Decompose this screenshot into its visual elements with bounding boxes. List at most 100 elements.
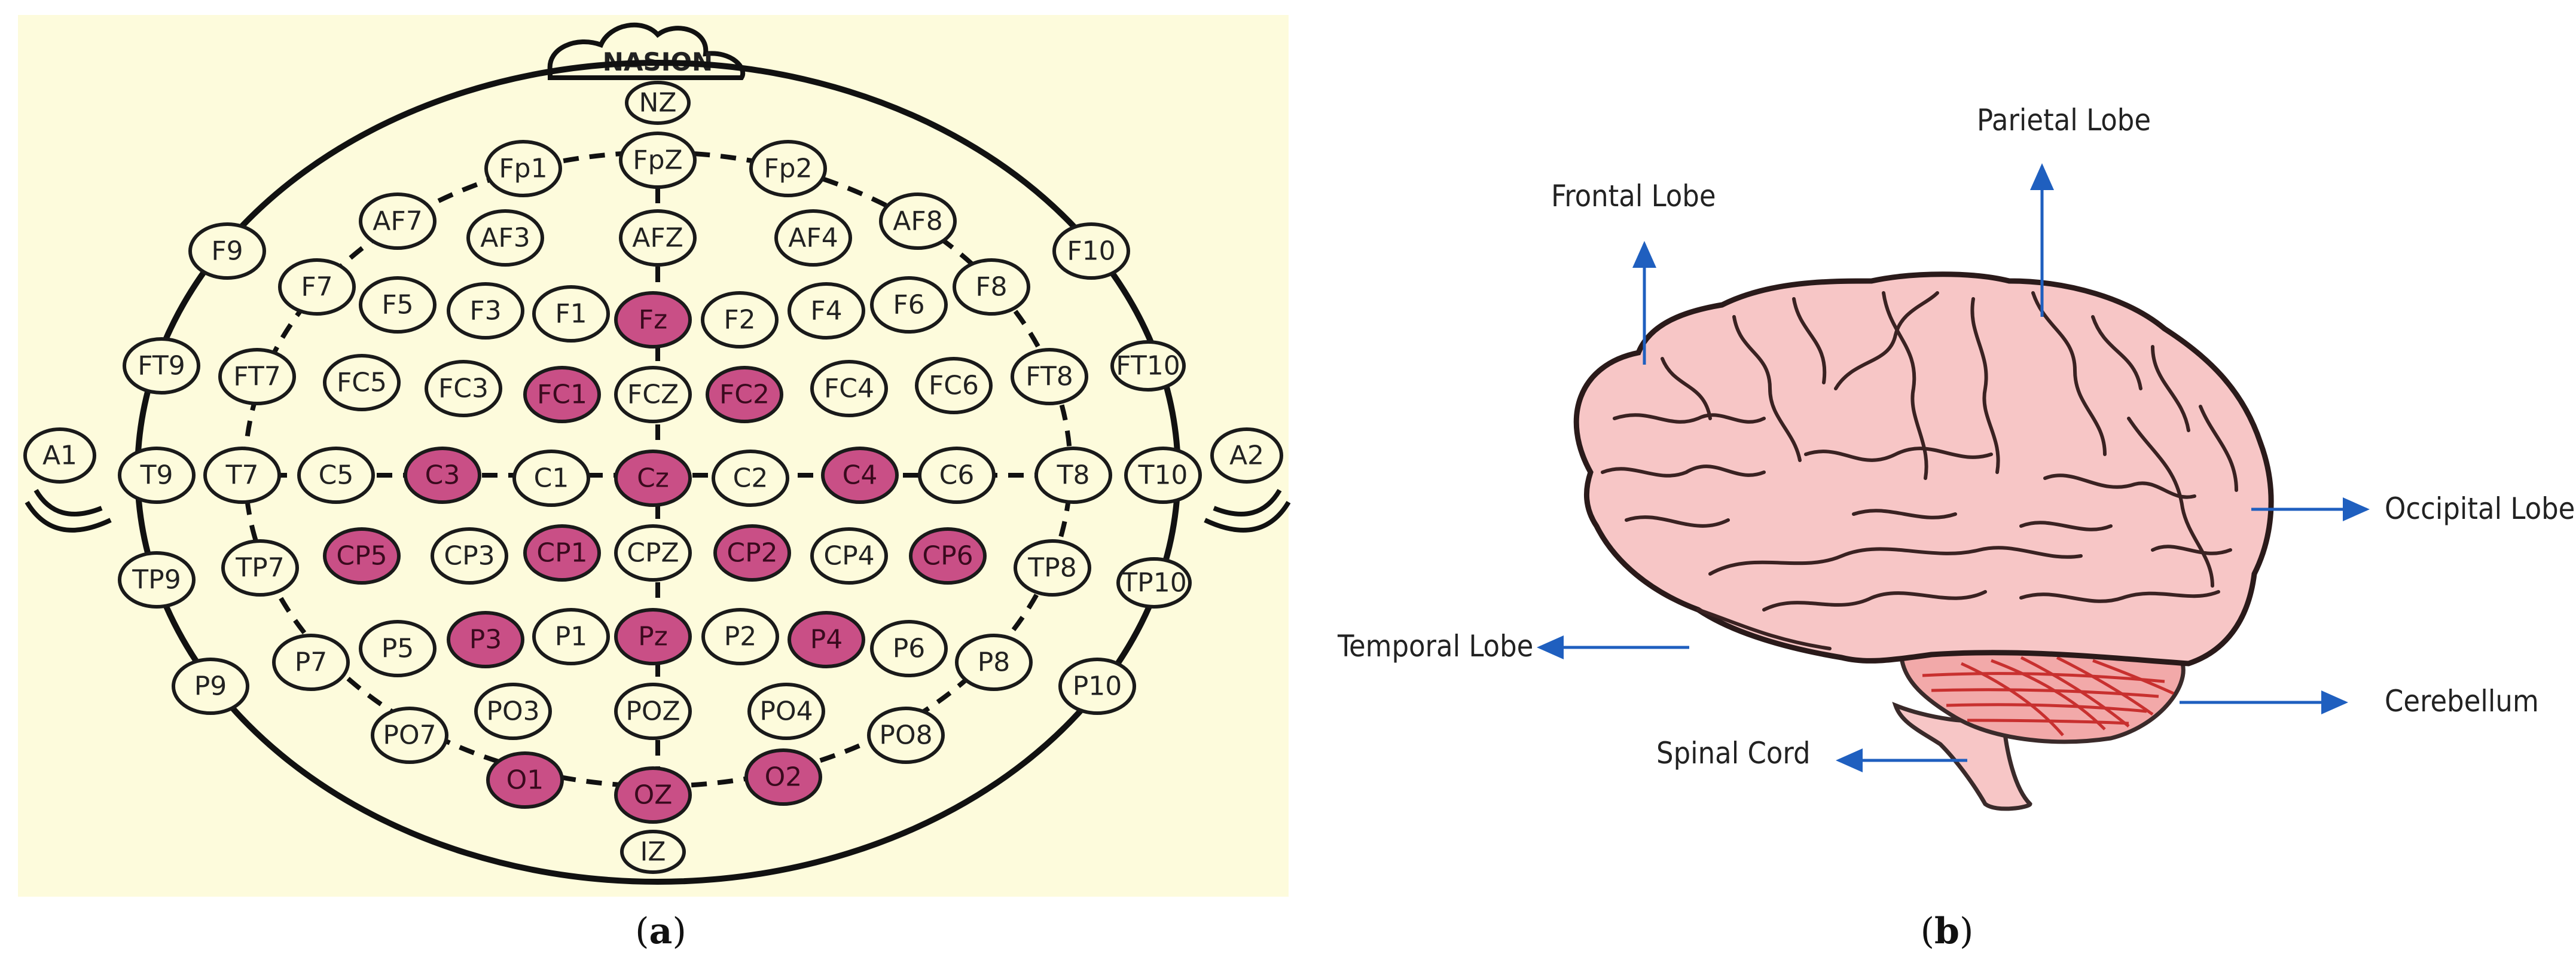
electrode-p1-label: P1 [555,622,588,652]
electrode-p3-label: P3 [469,625,502,655]
electrode-p9: P9 [172,658,249,715]
electrode-pz-label: Pz [638,622,668,652]
electrode-ft10-marker [1110,340,1186,392]
electrode-nz-label: NZ [639,88,676,118]
electrode-p4-marker [788,611,865,668]
electrode-f3-marker [447,282,524,340]
electrode-af4-label: AF4 [788,223,838,253]
electrode-af8: AF8 [879,192,957,250]
electrode-t7: T7 [203,447,281,504]
right-ear-arc [1213,488,1282,516]
electrode-p4-label: P4 [810,625,843,655]
electrode-p5-marker [359,620,437,677]
electrode-t9-label: T9 [140,460,173,491]
electrode-tp9-label: TP9 [132,565,181,595]
electrode-ft8-marker [1011,348,1088,405]
electrode-c6-marker [918,447,996,504]
electrode-ft10-label: FT10 [1116,351,1180,381]
electrode-tp10: TP10 [1116,557,1192,609]
electrode-cz-marker [614,450,692,507]
label-arrows [1537,163,2370,772]
electrode-tp7: TP7 [221,539,299,597]
electrode-f1: F1 [532,285,610,343]
electrode-nz-marker [625,81,691,125]
electrode-f7: F7 [278,258,356,316]
electrode-f9: F9 [188,222,266,280]
electrode-ft10: FT10 [1110,340,1186,392]
electrode-oz-label: OZ [634,780,673,811]
electrode-a1-label: A1 [42,441,77,471]
electrode-fc5-label: FC5 [337,368,387,398]
electrode-fc5-marker [323,354,401,411]
electrode-po8-label: PO8 [879,720,932,751]
electrode-po3-marker [474,683,552,740]
temporal-lobe-label: Temporal Lobe [1337,629,1533,664]
electrode-fc6: FC6 [915,357,993,414]
left-ear-arc [33,488,103,516]
electrode-a2-label: A2 [1229,441,1264,471]
electrode-f3: F3 [447,282,524,340]
electrode-p10-label: P10 [1073,671,1122,702]
electrode-oz-marker [614,766,692,824]
electrode-t8-marker [1034,447,1112,504]
electrode-p4: P4 [788,611,865,668]
electrode-poz-label: POZ [625,696,680,727]
electrode-cz: Cz [614,450,692,507]
electrode-po4-marker [747,683,825,740]
electrode-ft9-label: FT9 [138,351,185,381]
electrode-fc4-label: FC4 [824,374,874,404]
parietal-lobe-label: Parietal Lobe [1977,103,2151,137]
electrode-cp1-marker [523,524,601,582]
electrode-nz: NZ [625,81,691,125]
electrode-c4: C4 [821,447,899,504]
electrode-af8-label: AF8 [893,206,942,237]
electrode-iz: IZ [620,830,686,874]
electrode-cp3-label: CP3 [444,541,495,571]
electrode-po4-label: PO4 [759,696,813,727]
panel-b-brain-diagram: Frontal Lobe Parietal Lobe Occipital Lob… [1337,103,2575,811]
electrode-c3-label: C3 [425,460,460,491]
electrode-cp5-label: CP5 [336,541,387,571]
electrode-p8: P8 [955,634,1033,691]
electrode-af7-marker [359,192,437,250]
electrode-po8-marker [867,707,945,764]
electrode-cp6: CP6 [909,527,987,585]
electrode-po7: PO7 [371,707,448,764]
electrode-f10-marker [1052,222,1130,280]
electrode-ft8-label: FT8 [1025,362,1073,392]
cerebrum-shape [1573,271,2274,667]
electrode-p6: P6 [870,620,948,677]
electrode-tp8-marker [1014,539,1091,597]
electrode-p10: P10 [1058,658,1136,715]
electrode-afz: AFZ [619,209,697,267]
electrode-cp3-marker [431,527,508,585]
electrode-t10-label: T10 [1138,460,1188,491]
electrode-p3: P3 [447,611,524,668]
electrode-o2: O2 [744,748,822,806]
electrode-fp1-marker [484,140,562,197]
electrode-af3-label: AF3 [480,223,530,253]
electrode-po3: PO3 [474,683,552,740]
electrode-f8-marker [953,258,1030,316]
electrode-po4: PO4 [747,683,825,740]
electrode-p8-marker [955,634,1033,691]
electrode-fp2-marker [749,140,827,197]
electrode-f8: F8 [953,258,1030,316]
electrode-ft7: FT7 [218,348,296,405]
electrode-c2-marker [712,450,789,507]
electrode-afz-marker [619,209,697,267]
electrode-f7-marker [278,258,356,316]
electrode-p2: P2 [701,608,779,665]
electrode-cp4-marker [810,527,888,585]
electrode-afz-label: AFZ [632,223,683,253]
electrode-o2-label: O2 [765,762,802,793]
electrode-fc5: FC5 [323,354,401,411]
electrode-af4-marker [774,209,852,267]
electrode-tp7-label: TP7 [235,553,284,583]
electrode-c1: C1 [512,450,590,507]
electrode-fpz: FpZ [619,132,697,189]
electrode-o1: O1 [486,751,564,809]
electrode-p9-label: P9 [194,671,227,702]
